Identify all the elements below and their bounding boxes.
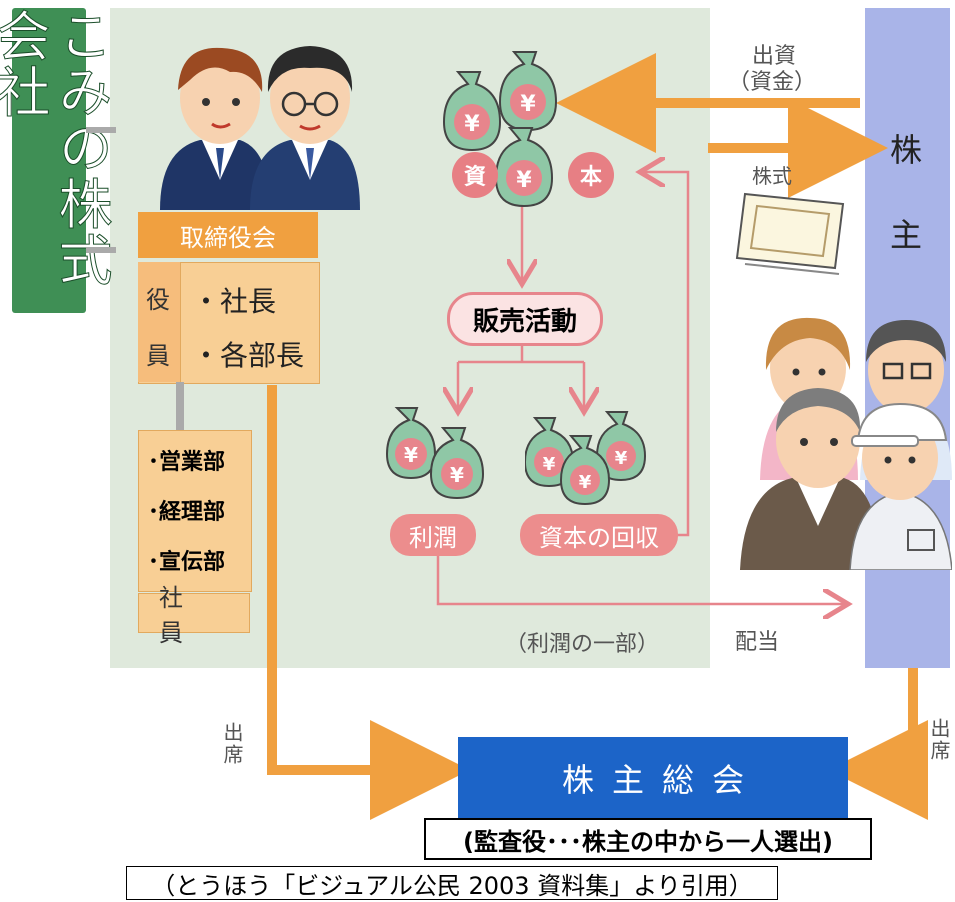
money-bag-icon: ¥ ¥: [385, 407, 485, 500]
department-accounting: ･経理部: [148, 500, 226, 525]
officer-role-president: ・社長: [192, 285, 277, 318]
svg-text:¥: ¥: [615, 448, 628, 469]
profit-part-label: （利潤の一部）: [505, 632, 660, 657]
stock-label: 株式: [752, 164, 792, 188]
svg-text:¥: ¥: [520, 92, 536, 117]
sales-activity: 販売活動: [447, 292, 603, 346]
title-connector: [86, 127, 116, 253]
department-advertising: ･宣伝部: [148, 550, 226, 575]
board-title: 取締役会: [138, 212, 318, 258]
shareholder-person-icon: [740, 317, 952, 570]
capital-label-left: 資: [452, 152, 498, 198]
officers-label-char-1: 役: [146, 286, 170, 314]
capital-label-right: 本: [568, 152, 614, 198]
department-sales: ･営業部: [148, 450, 226, 475]
money-bag-icon: ¥ ¥ ¥: [442, 51, 558, 208]
investment-label: 出資: [752, 44, 797, 69]
svg-text:¥: ¥: [450, 463, 464, 487]
svg-text:¥: ¥: [516, 168, 532, 193]
shareholders-meeting: 株主総会: [458, 737, 848, 819]
profit-label: 利潤: [390, 514, 476, 556]
svg-text:¥: ¥: [404, 443, 418, 467]
dividend-label: 配当: [735, 630, 780, 655]
officers-label-char-2: 員: [146, 342, 170, 370]
officer-role-managers: ・各部長: [192, 339, 305, 372]
attend-label-left: 出席: [220, 722, 244, 766]
source-citation: （とうほう「ビジュアル公民 2003 資料集」より引用）: [126, 866, 778, 900]
officer-connector: [176, 382, 184, 432]
businessman-icon: [160, 46, 360, 210]
shareholder-label-1: 株: [890, 131, 923, 169]
capital-recovery-label: 資本の回収: [520, 514, 678, 556]
svg-text:¥: ¥: [464, 112, 480, 137]
company-title: こみの株式会社: [0, 8, 113, 313]
stock-certificate-icon: [735, 192, 845, 275]
svg-text:¥: ¥: [543, 454, 556, 475]
departments-box: [138, 430, 252, 592]
shareholder-label-2: 主: [890, 216, 923, 254]
officers-label: 役 員: [138, 262, 181, 382]
money-bag-icon: ¥ ¥ ¥: [525, 411, 647, 506]
investment-funds-label: （資金）: [728, 70, 817, 95]
svg-text:¥: ¥: [579, 472, 592, 493]
company-title-text: こみの株式会社: [0, 8, 113, 289]
attend-label-right: 出席: [927, 718, 951, 762]
auditor-note: (監査役･･･株主の中から一人選出): [424, 818, 872, 860]
